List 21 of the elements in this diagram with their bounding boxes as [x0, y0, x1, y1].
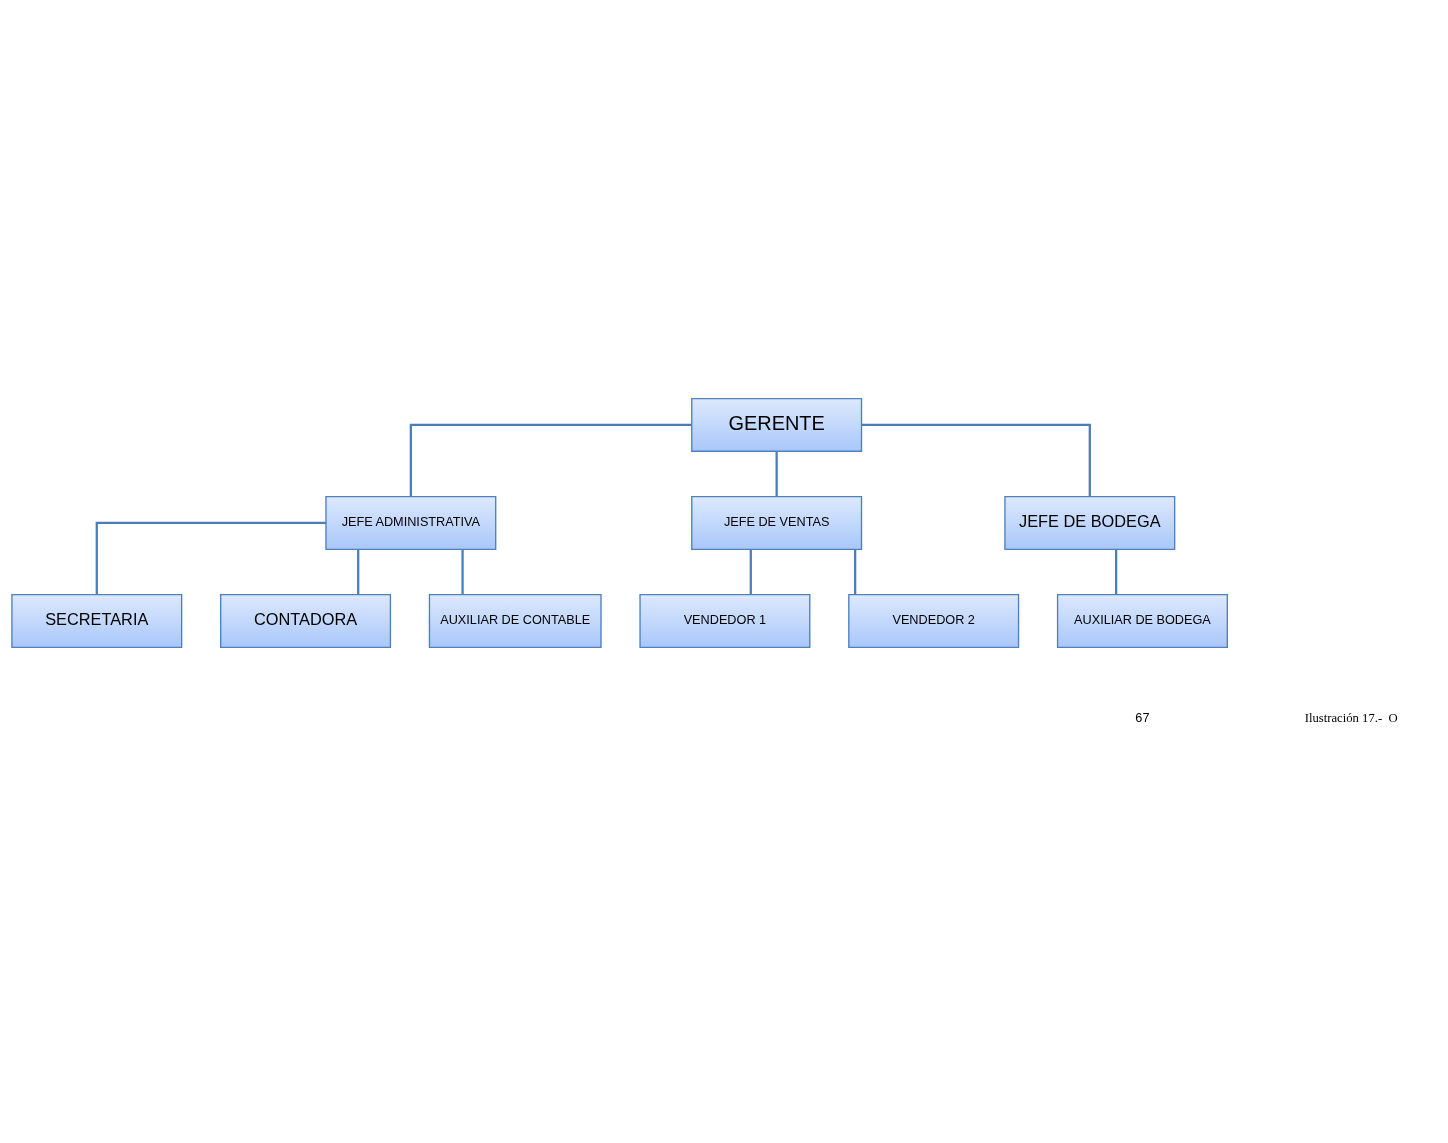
- connector: [95, 521, 326, 594]
- connector: [409, 423, 692, 496]
- connector: [461, 549, 464, 594]
- node-box: AUXILIAR DE BODEGA: [1056, 593, 1228, 648]
- connector: [861, 423, 1091, 496]
- node-box: JEFE DE BODEGA: [1004, 495, 1176, 550]
- connector: [357, 549, 360, 594]
- node-box: CONTADORA: [220, 593, 392, 648]
- node-box: SECRETARIA: [11, 593, 183, 648]
- connector: [854, 549, 857, 594]
- node-box: JEFE ADMINISTRATIVA: [325, 495, 497, 550]
- node-box: GERENTE: [691, 397, 863, 452]
- label: Ilustración 17.- O: [1304, 710, 1398, 725]
- node-box: AUXILIAR DE CONTABLE: [428, 593, 602, 648]
- connector: [749, 549, 752, 594]
- node-box: VENDEDOR 1: [639, 593, 811, 648]
- connector: [775, 451, 778, 496]
- label: 67: [1135, 710, 1150, 725]
- connector: [1115, 549, 1118, 594]
- node-box: JEFE DE VENTAS: [691, 495, 863, 550]
- node-box: VENDEDOR 2: [848, 593, 1020, 648]
